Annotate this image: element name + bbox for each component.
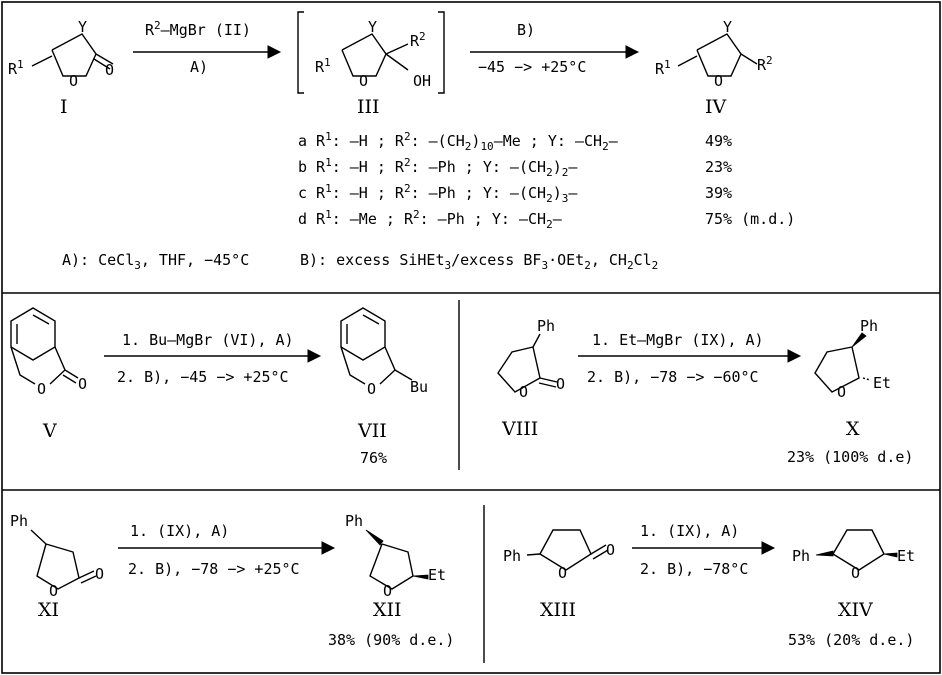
atom-Ph-XI: Ph [10,512,28,530]
atom-O-VII: O [367,380,376,398]
step1-V: 1. Bu—MgBr (VI), A) [122,331,294,349]
atom-O-carbonyl: O [105,61,114,79]
atom-O-XII: O [383,582,392,600]
atom-O-XIV: O [851,564,860,582]
structure-V: O O V [10,307,87,442]
structure-XII: Ph Et O XII 38% (90% d.e.) [328,512,454,649]
atom-Et-XIV: Et [897,547,915,565]
structure-IV: R1 Y O R2 IV [655,18,773,118]
atom-O-carbonyl-XIII: O [606,541,615,559]
atom-O-carbonyl-XI: O [95,565,104,583]
arrow-XI-to-XII: 1. (IX), A) 2. B), −78 −> +25°C [118,522,336,578]
atom-Y: Y [78,18,87,36]
table-row-c: c R1: —H ; R2: —Ph ; Y: —(CH2)3— [298,182,578,205]
atom-O-X: O [837,383,846,401]
structure-X: Ph Et O X 23% (100% d.e) [787,317,913,466]
table-yield-a: 49% [705,132,732,150]
atom-O-XI: O [49,582,58,600]
atom-OH-III: OH [413,72,431,90]
compound-label-XIV: XIV [838,599,873,621]
atom-O-carbonyl-VIII: O [556,375,565,393]
arrow-XIII-to-XIV: 1. (IX), A) 2. B), −78°C [632,522,776,578]
arrow-VIII-to-X: 1. Et—MgBr (IX), A) 2. B), −78 −> −60°C [578,331,802,386]
compound-label-X: X [846,418,860,440]
table-yield-b: 23% [705,158,732,176]
yield-X: 23% (100% d.e) [787,448,913,466]
atom-O-XIII: O [558,564,567,582]
compound-label-V: V [42,420,57,442]
table-row-b: b R1: —H ; R2: —Ph ; Y: —(CH2)2— [298,156,578,179]
yield-VII: 76% [360,449,387,467]
atom-R1-III: R1 [315,56,331,76]
table-row-d: d R1: —Me ; R2: —Ph ; Y: —CH2— [298,208,563,231]
structure-XIII: Ph O O XIII [503,529,615,621]
step1-XI: 1. (IX), A) [130,522,229,540]
atom-R1-IV: R1 [655,58,671,78]
compound-label-III: III [357,96,380,118]
table-yield-d: 75% (m.d.) [705,210,795,228]
legend-B: B): excess SiHEt3/excess BF3·OEt2, CH2Cl… [300,251,658,272]
step1-VIII: 1. Et—MgBr (IX), A) [592,331,764,349]
compound-label-IV: IV [705,96,727,118]
atom-Bu-VII: Bu [410,378,428,396]
step1-XIII: 1. (IX), A) [640,522,739,540]
yield-XIV: 53% (20% d.e.) [788,631,914,649]
legend-A: A): CeCl3, THF, −45°C [62,251,249,272]
reagent-II: R2—MgBr (II) [145,19,251,39]
arrow-V-to-VII: 1. Bu—MgBr (VI), A) 2. B), −45 −> +25°C [104,331,322,386]
structure-I: R1 Y O O I [8,18,114,118]
structure-VII: O Bu VII 76% [340,307,428,467]
atom-Y-III: Y [368,18,377,36]
atom-O-ring: O [69,72,78,90]
temperature-B: −45 −> +25°C [478,58,586,76]
table-row-a: a R1: —H ; R2: —(CH2)10—Me ; Y: —CH2— [298,130,619,153]
atom-Y-IV: Y [723,18,732,36]
atom-O-III: O [359,72,368,90]
arrow-III-to-IV: B) −45 −> +25°C [470,21,640,76]
table-yield-c: 39% [705,184,732,202]
atom-Ph-XIII: Ph [503,547,521,565]
compound-label-I: I [60,96,68,118]
atom-O-V: O [37,380,46,398]
compound-label-VIII: VIII [501,418,538,440]
compound-label-XII: XII [373,599,402,621]
step2-VIII: 2. B), −78 −> −60°C [587,368,759,386]
arrow-I-to-III: R2—MgBr (II) A) [133,19,282,76]
structure-VIII: Ph O O VIII [497,317,565,440]
structure-XIV: Ph Et O XIV 53% (20% d.e.) [788,529,915,649]
atom-O-VIII: O [519,383,528,401]
step2-V: 2. B), −45 −> +25°C [117,368,289,386]
atom-Ph-XII: Ph [345,512,363,530]
yield-XII: 38% (90% d.e.) [328,631,454,649]
step2-XIII: 2. B), −78°C [640,560,748,578]
compound-label-VII: VII [357,420,387,442]
atom-O-IV: O [714,72,723,90]
structure-XI: Ph O O XI [10,512,104,621]
compound-label-XIII: XIII [540,599,576,621]
atom-Et-XII: Et [428,566,446,584]
atom-R2-IV: R2 [757,54,773,74]
compound-label-XI: XI [38,599,59,621]
atom-R1: R1 [8,58,24,78]
step2-XI: 2. B), −78 −> +25°C [128,560,300,578]
condition-A-label: A) [190,58,208,76]
atom-Ph-XIV: Ph [792,547,810,565]
atom-Ph-VIII: Ph [537,317,555,335]
atom-Ph-X: Ph [860,317,878,335]
structure-III: R1 Y O R2 OH III [297,11,445,118]
condition-B-label: B) [517,21,535,39]
atom-R2-III: R2 [410,30,426,50]
substituent-table: a R1: —H ; R2: —(CH2)10—Me ; Y: —CH2— 49… [298,130,795,231]
atom-Et-X: Et [873,374,891,392]
conditions-legend: A): CeCl3, THF, −45°C B): excess SiHEt3/… [62,251,658,272]
atom-O-carbonyl-V: O [78,375,87,393]
